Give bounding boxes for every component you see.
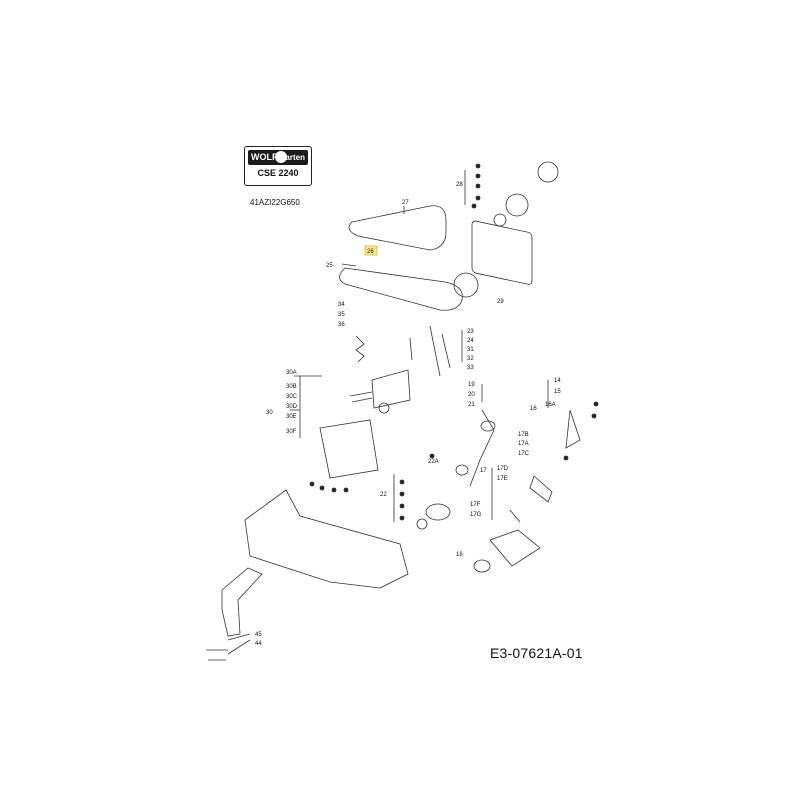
callout-label-17e: 17E [497,476,508,482]
callout-label-17c: 17C [518,451,530,457]
gear-housing-part [319,419,379,479]
chain-part [348,205,447,251]
callout-label-30b: 30B [286,384,297,390]
serial-number: 41AZI22G650 [250,198,300,207]
motor-shaft-part [469,409,495,487]
callout-label-27: 27 [402,200,409,206]
callout-label-30a: 30A [286,370,297,376]
tensioner-part [355,335,365,363]
callout-label-44: 44 [255,641,262,647]
callout-label-29: 29 [497,299,504,305]
wolf-head-icon [275,151,287,163]
drawing-code: E3-07621A-01 [490,645,583,661]
callout-label-20: 20 [468,392,475,398]
callout-label-21: 21 [468,402,475,408]
callout-label-36: 36 [338,322,345,328]
callout-label-45: 45 [255,632,262,638]
callout-label-30c: 30C [286,394,298,400]
drive-wheel-part [453,272,479,298]
callout-label-30e: 30E [286,414,297,420]
motor-body-part [244,489,409,589]
rear-handle-part [489,529,541,567]
callout-label-14: 14 [554,378,561,384]
callout-label-16: 16 [530,406,537,412]
logo-brand-left: WOLF [251,152,278,162]
callout-label-30f: 30F [286,429,297,435]
logo-brand-right: Garten [279,153,305,162]
wolf-garten-logo: WOLF Garten CSE 2240 [244,146,312,186]
guide-bar-part [339,267,463,311]
callout-label-28: 28 [456,182,463,188]
callout-label-15: 15 [554,389,561,395]
front-handle-part [221,567,263,637]
callout-label-32: 32 [467,356,474,362]
callout-label-24: 24 [467,338,474,344]
callout-label-17a: 17A [518,441,529,447]
callout-label-25: 25 [326,263,333,269]
logo-brand-bar: WOLF Garten [248,150,308,165]
highlight-box [364,245,378,256]
callout-label-30: 30 [266,410,273,416]
sprocket-part [537,161,559,183]
callout-label-34: 34 [338,302,345,308]
callout-label-17: 17 [480,468,487,474]
callout-label-31: 31 [467,347,474,353]
callout-label-33: 33 [467,365,474,371]
switch-part [529,475,553,503]
callout-label-23: 23 [467,329,474,335]
callout-label-17f: 17F [470,502,481,508]
callout-label-30d: 30D [286,404,298,410]
callout-label-17b: 17B [518,432,529,438]
model-name: CSE 2240 [257,168,299,178]
lever-part [565,409,581,449]
callout-label-35: 35 [338,312,345,318]
callout-label-18: 18 [456,552,463,558]
callout-label-26: 26 [367,249,374,255]
callout-label-17d: 17D [497,466,509,472]
callout-label-16a: 16A [545,402,556,408]
callout-label-22a: 22A [428,459,439,465]
sprocket-wheel-part [505,193,529,217]
callout-label-19: 19 [468,382,475,388]
callout-label-17g: 17G [470,512,482,518]
callout-label-22: 22 [380,492,387,498]
sprocket-cover-part [471,220,533,285]
